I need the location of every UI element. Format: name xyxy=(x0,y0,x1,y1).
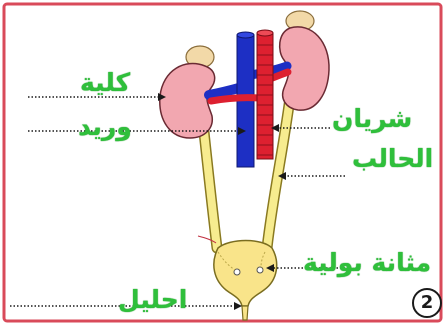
figure-number-badge: 2 xyxy=(412,288,442,318)
urethra-label: احليل xyxy=(118,287,187,312)
bladder-label: مثانة بولية xyxy=(303,250,431,275)
aorta-top xyxy=(257,30,273,36)
kidney-label: كلية xyxy=(80,70,130,95)
artery-label: شريان xyxy=(332,106,412,131)
vein-label: وريد xyxy=(78,114,132,139)
vena-cava-top xyxy=(237,32,254,38)
left-renal-artery xyxy=(211,98,259,101)
ureter-label: الحالب xyxy=(352,146,433,171)
left-kidney xyxy=(160,64,215,138)
aorta xyxy=(257,33,273,159)
urethra xyxy=(242,306,248,320)
right-ureter-opening xyxy=(257,267,263,273)
urinary-bladder xyxy=(214,241,277,307)
